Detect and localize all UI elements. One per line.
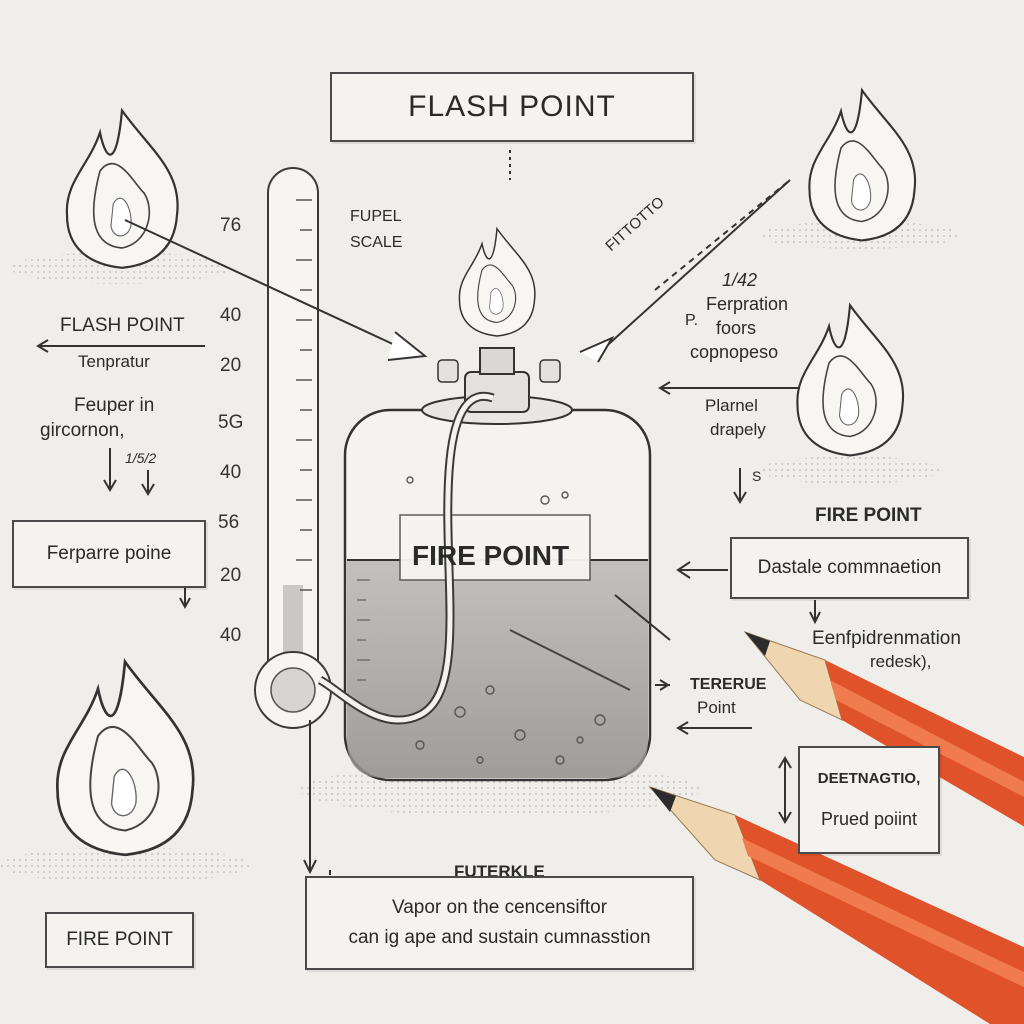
flame-icon-burner [458, 228, 536, 337]
scale-tick: 40 [220, 462, 242, 483]
right-box-2: DEETNAGTIO, Prued poiint [798, 746, 940, 854]
left-temp-label: Tenpratur [78, 352, 150, 371]
right-note-d1: TERERUE [690, 676, 767, 693]
right-note-a1: Ferpration [706, 294, 789, 314]
right-fire-point: FIRE POINT [815, 505, 922, 526]
right-note-c2: redesk), [870, 652, 932, 671]
scale-tick: 5G [218, 412, 244, 433]
definition-line1: Vapor on the cencensiftor [391, 897, 608, 918]
scale-tick: 56 [218, 512, 240, 533]
scale-tick: 20 [220, 355, 242, 376]
flame-icon-top-left [65, 109, 179, 269]
flame-icon-top-right [808, 89, 917, 242]
thermometer-icon [254, 167, 332, 729]
title-box: FLASH POINT [330, 72, 694, 142]
left-box-label: Ferparre poine [46, 543, 172, 564]
scale-tick: 20 [220, 565, 242, 586]
flame-icon-bottom-left [55, 660, 195, 857]
right-ratio: 1/42 [722, 270, 758, 290]
pencil-icon-lower [648, 785, 1024, 1024]
scale-tick: 76 [220, 215, 242, 236]
right-note-b2: drapely [710, 420, 766, 439]
scale-label-1: FUPEL [350, 208, 402, 225]
right-s-mark: S [752, 468, 762, 484]
vessel-label: FIRE POINT [412, 540, 570, 571]
right-box2-line1: DEETNAGTIO, [817, 770, 921, 787]
left-fire-label: FIRE POINT [66, 929, 173, 950]
flame-icon-mid-right [796, 304, 905, 457]
right-box-label: Dastale commnaetion [757, 557, 942, 578]
left-fraction: 1/5/2 [125, 450, 157, 466]
right-note-c1: Eenfpidrenmation [812, 628, 961, 649]
scale-tick: 40 [220, 625, 242, 646]
right-p-mark: P. [685, 312, 699, 329]
left-note-line1: Feuper in [74, 395, 155, 416]
left-flash-label: FLASH POINT [60, 315, 185, 336]
right-note-a2: foors [716, 318, 757, 338]
definition-line2: can ig ape and sustain cumnasstion [348, 927, 651, 948]
left-box: Ferparre poine [12, 520, 206, 588]
right-box: Dastale commnaetion [730, 537, 969, 599]
pencil-icon-upper [743, 630, 1024, 827]
scale-tick: 40 [220, 305, 242, 326]
scale-label-2: SCALE [350, 234, 403, 251]
left-note-line2: gircornon, [40, 420, 125, 441]
right-note-b1: Plarnel [705, 396, 758, 415]
right-box2-line2: Prued poiint [820, 809, 918, 829]
right-note-d2: Point [697, 698, 736, 717]
left-fire-box: FIRE POINT [45, 912, 194, 968]
right-note-a3: copnopeso [690, 342, 779, 362]
fuel-vessel [343, 347, 652, 782]
leader-lines [36, 150, 821, 875]
definition-box: Vapor on the cencensiftor can ig ape and… [305, 876, 694, 970]
page-title: FLASH POINT [408, 90, 616, 123]
